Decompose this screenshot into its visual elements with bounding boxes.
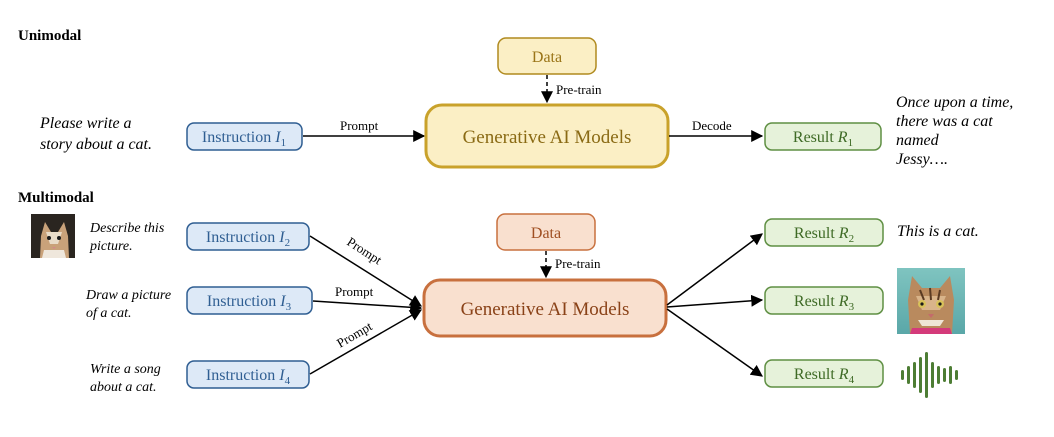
result-4-sub: 4 xyxy=(849,374,855,386)
data-box-multimodal: Data xyxy=(496,213,596,251)
result-3-label: Result xyxy=(794,293,839,310)
instruction-3-label: Instruction xyxy=(207,293,280,310)
instruction-box-3: Instruction I3 xyxy=(186,286,313,315)
instruction-2-label: Instruction xyxy=(206,229,279,246)
prompt-label-1: Prompt xyxy=(340,118,379,133)
unimodal-input-line-1: Please write a xyxy=(39,115,132,132)
unimodal-output-line-4: Jessy…. xyxy=(896,151,948,168)
output-arrow-2 xyxy=(666,233,763,306)
svg-text:Instruction I3: Instruction I3 xyxy=(207,293,292,313)
result-box-4: Result R4 xyxy=(764,359,884,388)
instruction-1-sub: 1 xyxy=(281,137,287,149)
instruction-4-label: Instruction xyxy=(206,367,279,384)
result-3-var: R xyxy=(838,293,849,310)
model-label-unimodal: Generative AI Models xyxy=(463,127,632,148)
multimodal-input-2-line-1: Describe this xyxy=(89,221,165,236)
result-2-var: R xyxy=(838,225,849,242)
instruction-1-var: I xyxy=(274,129,281,146)
generated-cat-image xyxy=(897,268,965,334)
multimodal-title: Multimodal xyxy=(18,190,94,206)
multimodal-input-2-line-2: picture. xyxy=(89,239,133,254)
unimodal-output-line-1: Once upon a time, xyxy=(896,94,1013,111)
svg-text:Result R4: Result R4 xyxy=(794,366,855,386)
instruction-3-var: I xyxy=(279,293,286,310)
svg-text:Instruction I2: Instruction I2 xyxy=(206,229,290,249)
result-2-label: Result xyxy=(794,225,839,242)
pretrain-label-multimodal: Pre-train xyxy=(555,256,601,271)
svg-text:Instruction I4: Instruction I4 xyxy=(206,367,291,387)
data-label-unimodal: Data xyxy=(532,49,562,66)
result-4-var: R xyxy=(838,366,849,383)
result-box-2: Result R2 xyxy=(764,218,884,247)
result-1-sub: 1 xyxy=(848,137,854,149)
model-box-multimodal: Generative AI Models xyxy=(422,278,668,338)
instruction-box-1: Instruction I1 xyxy=(186,122,303,151)
pretrain-label-unimodal: Pre-train xyxy=(556,82,602,97)
multimodal-input-3-line-2: of a cat. xyxy=(86,306,132,321)
instruction-3-sub: 3 xyxy=(286,301,292,313)
unimodal-output-line-3: named xyxy=(896,132,940,149)
decode-label: Decode xyxy=(692,118,732,133)
instruction-box-4: Instruction I4 xyxy=(186,360,310,389)
instruction-box-2: Instruction I2 xyxy=(186,222,310,251)
instruction-2-sub: 2 xyxy=(285,237,291,249)
model-label-multimodal: Generative AI Models xyxy=(461,299,630,320)
multimodal-input-3-line-1: Draw a picture xyxy=(85,288,171,303)
unimodal-output-line-2: there was a cat xyxy=(896,113,993,130)
data-box-unimodal: Data xyxy=(497,37,597,75)
prompt-label-4: Prompt xyxy=(334,318,375,350)
unimodal-title: Unimodal xyxy=(18,28,81,44)
svg-text:Instruction I1: Instruction I1 xyxy=(202,129,286,149)
prompt-label-2: Prompt xyxy=(344,234,385,268)
result-1-var: R xyxy=(837,129,848,146)
output-arrow-3 xyxy=(666,294,764,308)
result-3-sub: 3 xyxy=(849,301,855,313)
cat-photo-thumbnail xyxy=(31,214,75,258)
prompt-arrow-2 xyxy=(309,235,423,307)
result-1-label: Result xyxy=(793,129,838,146)
output-arrow-4 xyxy=(666,308,763,377)
result-2-sub: 2 xyxy=(849,233,855,245)
prompt-label-3: Prompt xyxy=(335,284,374,299)
result-4-label: Result xyxy=(794,366,839,383)
multimodal-output-2-text: This is a cat. xyxy=(897,223,979,240)
instruction-4-var: I xyxy=(278,367,285,384)
model-box-unimodal: Generative AI Models xyxy=(424,103,670,169)
svg-text:Result R2: Result R2 xyxy=(794,225,854,245)
unimodal-input-line-2: story about a cat. xyxy=(40,136,152,153)
prompt-arrow-4 xyxy=(309,309,423,375)
audio-waveform-icon xyxy=(901,352,958,398)
instruction-2-var: I xyxy=(278,229,285,246)
instruction-1-label: Instruction xyxy=(202,129,275,146)
multimodal-input-4-line-1: Write a song xyxy=(90,362,161,377)
result-box-1: Result R1 xyxy=(764,122,882,151)
result-box-3: Result R3 xyxy=(764,286,884,315)
multimodal-input-4-line-2: about a cat. xyxy=(90,380,157,395)
prompt-arrow-3 xyxy=(312,300,423,314)
instruction-4-sub: 4 xyxy=(285,375,291,387)
data-label-multimodal: Data xyxy=(531,225,561,242)
svg-text:Result R1: Result R1 xyxy=(793,129,853,149)
svg-text:Result R3: Result R3 xyxy=(794,293,855,313)
